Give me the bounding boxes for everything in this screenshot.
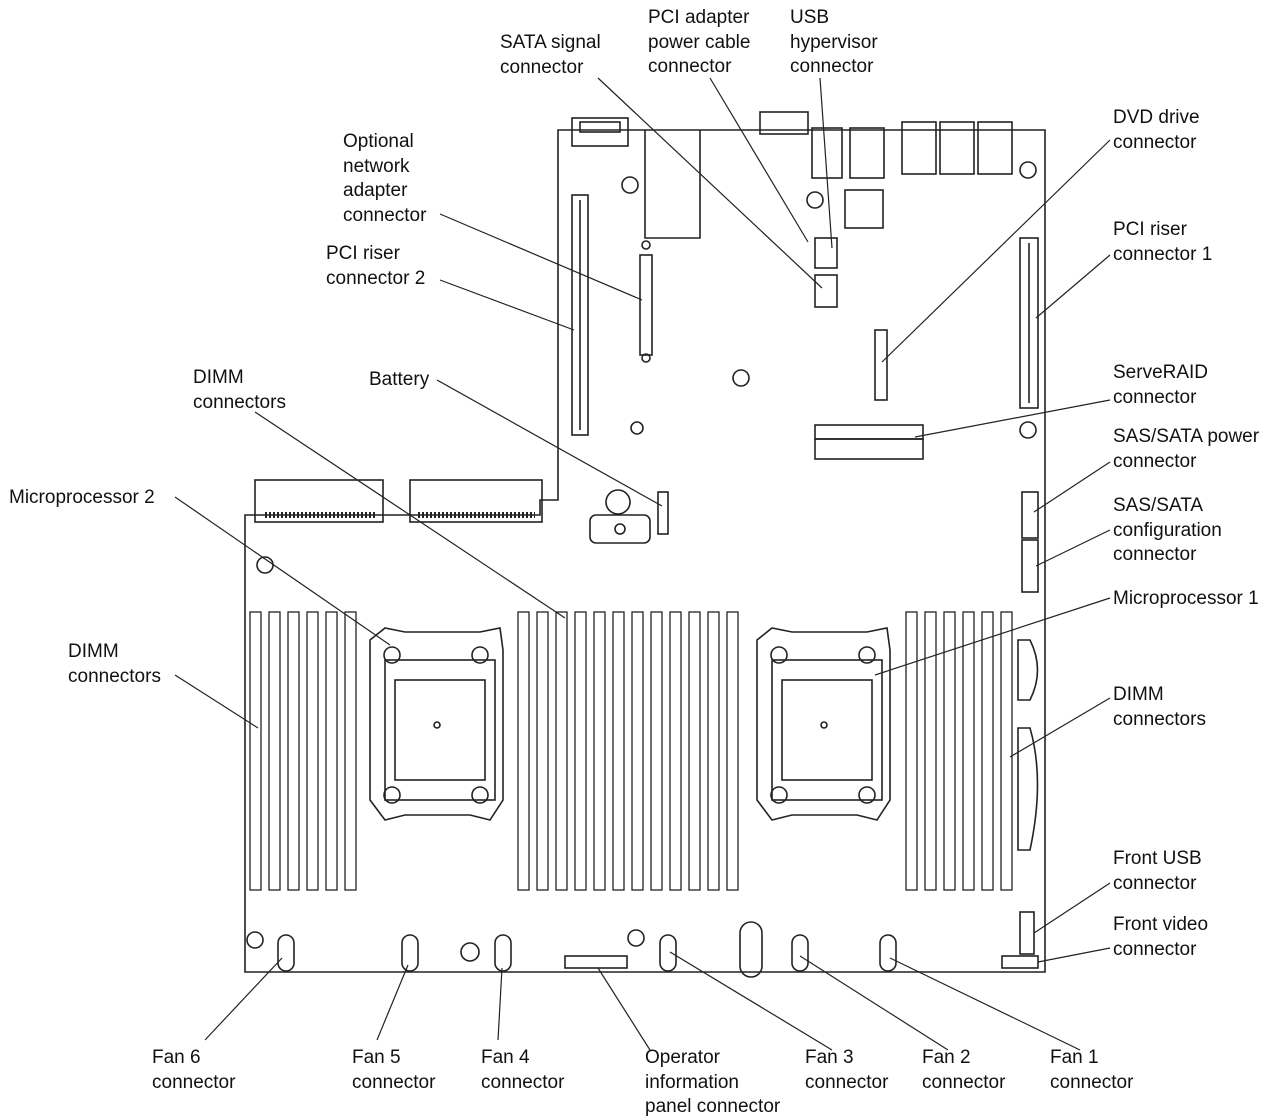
callout-lines xyxy=(174,77,1111,1051)
sata-signal-connector xyxy=(814,274,838,308)
microprocessor-2-socket xyxy=(369,627,504,821)
microprocessor-1-socket xyxy=(756,627,891,821)
label-microprocessor-2: Microprocessor 2 xyxy=(9,487,155,508)
power-supply-connectors xyxy=(254,479,543,523)
pci-riser-2-slot xyxy=(571,194,589,436)
mounting-studs xyxy=(246,161,1037,962)
pci-riser-1-slot xyxy=(1019,237,1039,409)
front-usb-connector xyxy=(1019,911,1035,955)
label-battery: Battery xyxy=(369,369,430,390)
serveraid-slot xyxy=(814,424,924,460)
dimm-slots xyxy=(249,611,1013,891)
sas-config-connector xyxy=(1021,539,1039,593)
front-video-connector xyxy=(1001,955,1039,969)
operator-panel-connector xyxy=(564,955,628,969)
board-outline xyxy=(244,129,1046,973)
network-adapter-slot xyxy=(639,254,653,356)
label-microprocessor-1: Microprocessor 1 xyxy=(1113,588,1259,609)
pci-power-connector xyxy=(814,237,838,269)
cable-cutout xyxy=(644,130,701,239)
battery xyxy=(657,491,669,535)
battery-holder xyxy=(605,489,631,515)
dvd-connector xyxy=(874,329,888,401)
fan-connectors xyxy=(277,934,897,972)
sas-power-connector xyxy=(1021,491,1039,539)
rear-io-ports xyxy=(571,111,1013,229)
